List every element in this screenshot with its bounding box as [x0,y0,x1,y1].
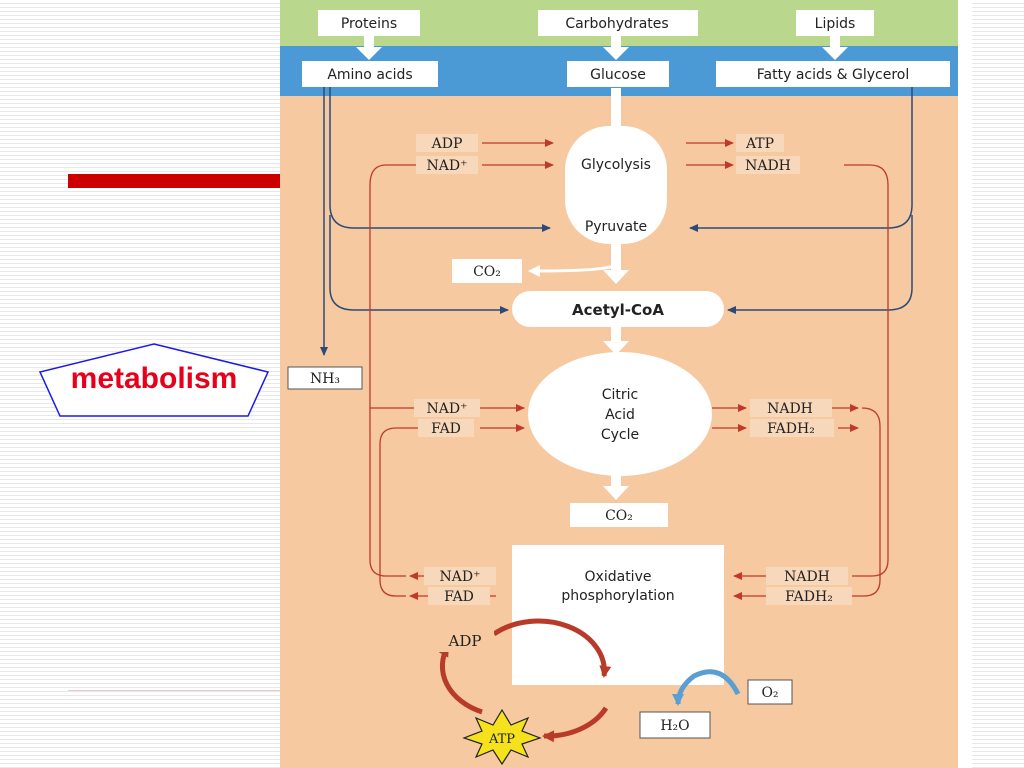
adp-cycle-box [436,630,494,652]
acid-label: Acid [605,407,635,423]
oxygen-to-water-arrow [672,669,741,706]
title-accent-bar [68,174,280,188]
adp-glycolysis-label: ADP [431,136,463,152]
fadh2-oxphos-label: FADH₂ [785,589,833,605]
fatty-acids-label: Fatty acids & Glycerol [757,67,909,83]
co2-top-box [452,259,522,283]
lipids-label: Lipids [815,16,856,32]
atp-starburst [462,708,542,766]
oxidative-phosphorylation-box [512,545,724,685]
atp-cycle-label: ATP [488,732,515,747]
glycolysis-box [565,126,667,244]
nad-citric-label: NAD⁺ [427,401,468,417]
nh3-box [287,366,363,390]
carbohydrates-label: Carbohydrates [565,16,668,32]
nadh-oxphos-label: NADH [784,569,830,585]
nadh-citric-label: NADH [767,401,813,417]
acetyl-coa-box [512,291,724,327]
glycolysis-label: Glycolysis [581,157,651,173]
citric-label: Citric [602,387,639,403]
o2-box [747,679,793,705]
fad-citric-label: FAD [431,421,461,437]
cycle-label: Cycle [601,427,639,443]
co2-bottom-label: CO₂ [605,508,633,524]
acetyl-coa-label: Acetyl-CoA [572,301,664,319]
amino-acids-label: Amino acids [327,67,412,83]
right-edge-strip [958,0,972,768]
pathway-arrows [356,33,848,500]
oxidative-label: Oxidative [585,569,652,585]
co2-release-arrow [537,264,615,273]
o2-label: O₂ [761,685,778,701]
co2-top-label: CO₂ [473,264,501,280]
nad-oxphos-label: NAD⁺ [440,569,481,585]
glucose-box [567,61,669,87]
phosphorylation-label: phosphorylation [561,588,674,604]
carbohydrates-box [538,10,698,36]
metabolism-diagram: Proteins Carbohydrates Lipids Amino acid… [280,0,958,768]
h2o-label: H₂O [660,718,689,734]
fad-oxphos-label: FAD [444,589,474,605]
nadh-glycolysis-label: NADH [745,158,791,174]
footer-divider [68,690,280,691]
glucose-label: Glucose [590,67,646,83]
atp-adp-cycle-arrows [437,618,612,743]
lipids-box [796,10,874,36]
adp-cycle-label: ADP [448,632,482,650]
amino-acids-box [302,61,438,87]
fadh2-citric-label: FADH₂ [767,421,815,437]
atp-glycolysis-label: ATP [745,136,774,152]
co2-release-arrowhead [528,265,540,277]
co2-bottom-box [570,503,668,527]
proteins-label: Proteins [341,16,397,32]
nad-glycolysis-label: NAD⁺ [427,158,468,174]
fatty-acids-box [716,61,950,87]
h2o-box [639,711,711,739]
pyruvate-label: Pyruvate [585,219,647,235]
citric-acid-cycle-circle [528,352,712,476]
metabolism-label: metabolism [70,362,238,395]
cofactor-label-boxes [414,134,852,605]
proteins-box [318,10,420,36]
metabolism-pentagon-shape [38,343,270,417]
nh3-label: NH₃ [310,371,340,387]
